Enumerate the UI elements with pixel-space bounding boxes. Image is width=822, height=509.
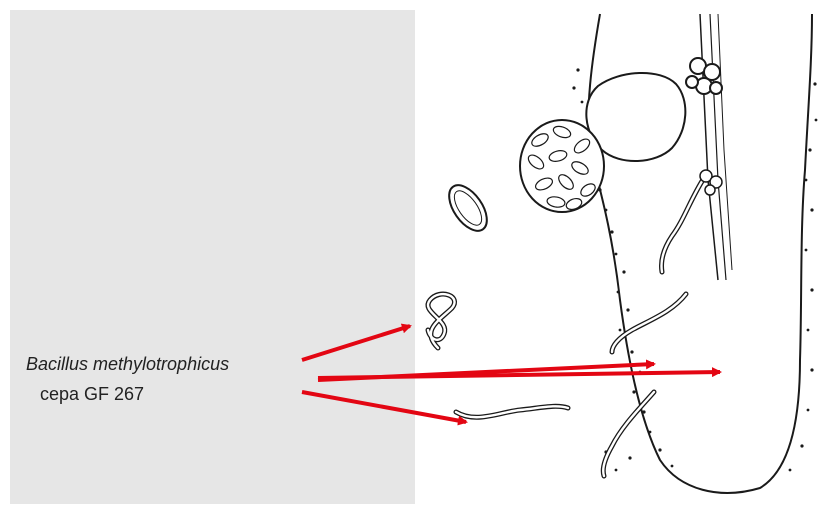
species-label: Bacillus methylotrophicus xyxy=(26,354,229,375)
gray-panel xyxy=(10,10,415,504)
strain-label: cepa GF 267 xyxy=(40,384,144,405)
egg-icon xyxy=(442,179,495,238)
female-nematode-icon xyxy=(586,58,722,161)
egg-mass-icon xyxy=(520,120,604,212)
